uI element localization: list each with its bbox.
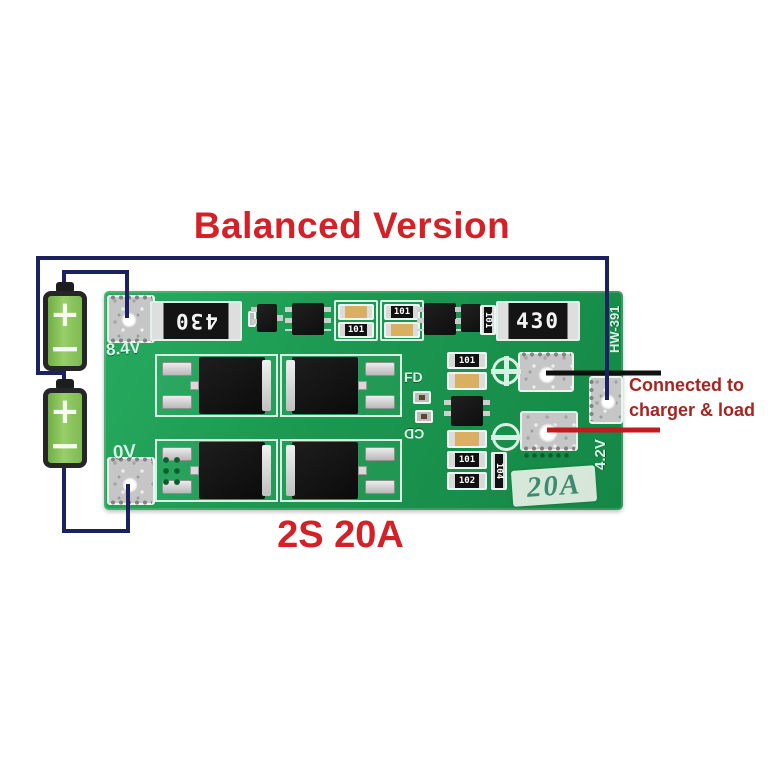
capacitor [338,304,374,320]
pad-p-minus [520,411,578,451]
page-title: Balanced Version [193,205,511,246]
mosfet-tab [262,445,271,496]
marker-bar [491,435,521,440]
battery-cell-1: + − [43,291,87,371]
mosfet-leg [365,362,395,376]
solder-hole [600,394,616,410]
mosfet-gate-pad [358,465,367,475]
label-cd: CD [404,426,425,442]
resistor-104-vertical: 104 [491,452,507,490]
battery-minus-symbol: − [49,423,81,467]
current-rating-sticker: 20A [510,465,598,507]
label-fd: FD [404,369,423,385]
mosfet-body [292,357,358,414]
mosfet-q1 [155,354,278,417]
battery-terminal-nub [56,282,74,293]
via [548,453,553,458]
capacitor [384,322,420,338]
castellation-dots [110,457,152,462]
mosfet-leg [162,395,192,409]
via [174,457,180,463]
via [163,457,169,463]
plus-marker-icon [491,356,521,386]
marker-bar [504,356,509,386]
connection-note-line1: Connected to [629,375,744,395]
capacitor [447,372,487,390]
mosfet-body [199,442,265,499]
via [174,479,180,485]
mosfet-leg [365,395,395,409]
minus-marker-icon [491,423,521,451]
resistor-102: 102 [447,472,487,490]
via [163,468,169,474]
label-8v4: 8.4V [105,337,142,360]
balance-ic [444,396,490,426]
castellation-dots [589,379,594,421]
via [556,453,561,458]
passive-group: 101 [334,300,378,341]
pad-p-plus [518,352,574,392]
mosfet-leg [162,362,192,376]
test-pad-cd [415,410,433,423]
castellation-dots [110,500,152,505]
via [163,479,169,485]
mosfet-body [292,442,358,499]
mosfet-q4 [280,439,402,502]
resistor-101: 101 [384,304,420,320]
castellation-dots [521,352,571,357]
solder-hole [538,423,558,443]
resistor-101: 101 [338,322,374,338]
mosfet-q3 [155,439,278,502]
solder-hole [538,366,556,384]
solder-hole [122,477,138,493]
pad-b-plus [107,295,155,343]
power-resistor-right: 430 [496,301,580,341]
mosfet-tab [286,360,295,411]
mosfet-gate-pad [190,465,199,475]
transistor-sot23 [251,304,283,332]
transistor-sot23 [455,304,487,332]
connection-note: Connected to charger & load [629,373,768,423]
mosfet-tab [262,360,271,411]
mosfet-tab [286,445,295,496]
resistor-101: 101 [447,451,487,469]
pad-balance-mid [589,376,623,424]
battery-minus-symbol: − [49,326,81,370]
battery-plus-symbol: + [49,391,81,432]
castellation-dots [110,295,152,300]
power-resistor-left: 430 [150,301,242,341]
connection-note-line2: charger & load [629,400,756,420]
via [532,453,537,458]
mosfet-body [199,357,265,414]
via [540,453,545,458]
capacitor [447,430,487,448]
label-model: HW-391 [607,305,622,353]
mosfet-gate-pad [358,380,367,390]
solder-hole [121,312,137,328]
via [564,453,569,458]
protection-ic [285,303,331,335]
resistor-101-vertical: 101 [480,305,496,335]
protection-ic [417,303,463,335]
via [174,468,180,474]
label-0v: 0V [112,441,137,464]
resistor-101: 101 [447,352,487,369]
mosfet-leg [365,480,395,494]
via [524,453,529,458]
test-pad-fd [413,391,431,404]
mosfet-leg [365,447,395,461]
battery-plus-symbol: + [49,294,81,335]
mosfet-q2 [280,354,402,417]
bms-pcb-board: 430 430 101 101 101 [104,291,623,510]
castellation-dots [523,446,575,451]
battery-terminal-nub [56,379,74,390]
board-spec-caption: 2S 20A [277,514,404,556]
mosfet-gate-pad [190,380,199,390]
battery-cell-2: + − [43,388,87,468]
